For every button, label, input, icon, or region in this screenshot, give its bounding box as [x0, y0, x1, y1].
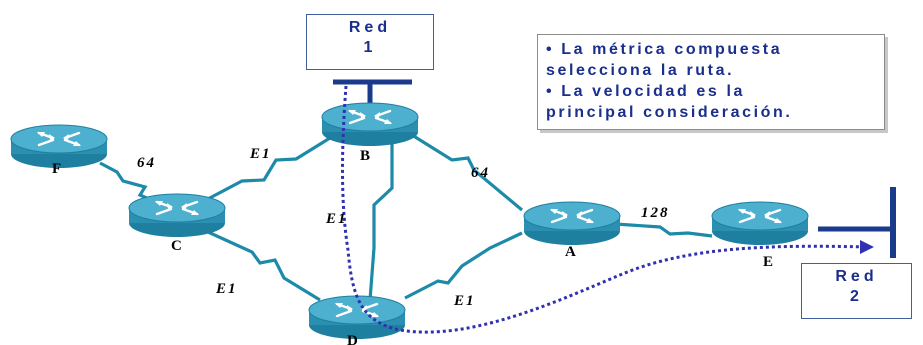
link-label-c-b: E1 — [249, 146, 272, 162]
note-line: selecciona la ruta. — [546, 62, 735, 79]
link-label-f-c: 64 — [137, 155, 156, 171]
router-label-e: E — [763, 254, 773, 270]
router-label-c: C — [171, 238, 182, 254]
network-red-1-name: Red — [348, 19, 392, 36]
network-red-1: Red 1 — [306, 14, 434, 70]
router-label-b: B — [360, 148, 370, 164]
link-label-b-d: E1 — [325, 211, 348, 227]
link-a-e — [614, 222, 713, 238]
network-red-1-number: 1 — [363, 39, 377, 56]
router-e — [710, 200, 810, 247]
network-red-2-name: Red — [835, 268, 878, 285]
link-label-b-a: 64 — [471, 165, 490, 181]
lan-bar-red2 — [818, 187, 896, 258]
link-label-c-d: E1 — [215, 281, 238, 297]
link-b-a — [411, 133, 524, 212]
note-line: principal consideración. — [546, 104, 793, 121]
link-c-b — [205, 136, 331, 202]
link-f-c — [99, 161, 163, 207]
notes-box: • La métrica compuesta selecciona la rut… — [537, 34, 885, 130]
route-arrow-icon — [860, 240, 874, 254]
network-red-2: Red 2 — [801, 263, 912, 319]
link-c-d — [207, 230, 321, 302]
link-d-a — [404, 231, 523, 300]
link-b-d — [368, 140, 394, 301]
router-c — [127, 192, 227, 239]
router-label-f: F — [52, 161, 61, 177]
link-label-d-a: E1 — [453, 293, 476, 309]
network-red-2-number: 2 — [850, 288, 863, 305]
router-label-d: D — [347, 333, 358, 345]
router-b — [320, 101, 420, 148]
note-line: • La métrica compuesta — [546, 41, 783, 58]
router-label-a: A — [565, 244, 576, 260]
note-line: • La velocidad es la — [546, 83, 745, 100]
router-a — [522, 200, 622, 247]
link-label-a-e: 128 — [641, 205, 670, 221]
